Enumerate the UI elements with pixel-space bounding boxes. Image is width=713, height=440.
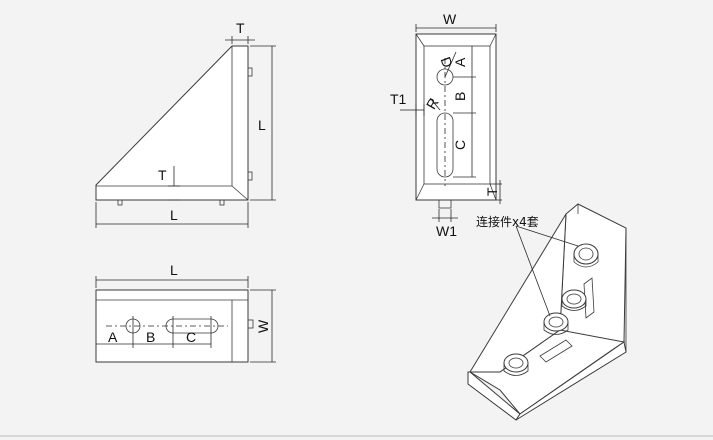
dim-label-bottom-a: A [108,329,118,345]
dim-label-t-right: T [484,187,500,196]
iso-slot-base [539,339,573,363]
front-view-outline [415,33,497,201]
side-view: T L T L [95,20,276,228]
peg [247,67,253,77]
bottom-view: L W A B C [95,262,276,363]
dim-label-a: A [452,57,468,67]
dim-label-c: C [452,140,468,150]
peg-w1 [438,199,452,209]
dim-label-b: B [452,92,468,101]
iso-nut-3 [543,312,569,335]
iso-vertical-plate [559,203,627,351]
dim-label-w-top: W [443,11,457,27]
dim-label-w1: W1 [436,223,457,239]
peg [247,171,253,181]
peg [247,319,254,329]
dim-label-bottom-c: C [186,329,196,345]
iso-nut-1 [573,243,599,268]
iso-callout-label: 连接件x4套 [476,214,539,229]
dim-label-t-top: T [236,20,245,36]
iso-nut-2 [561,289,587,311]
dim-label-l-top: L [170,262,178,278]
dim-label-bottom-b: B [146,329,155,345]
peg [117,199,123,206]
iso-nut-4 [503,353,529,376]
dim-label-w-right: W [255,319,271,333]
isometric-view: 连接件x4套 [467,203,627,421]
dim-label-l-bottom: L [170,207,178,223]
dim-label-t1: T1 [390,91,407,107]
dim-label-t-inner: T [158,167,167,183]
side-view-outline [95,45,249,201]
peg [219,199,225,206]
slot [436,112,454,178]
front-view: W D A B C R T1 T W1 [390,11,502,239]
dim-label-l-vertical: L [258,117,266,133]
